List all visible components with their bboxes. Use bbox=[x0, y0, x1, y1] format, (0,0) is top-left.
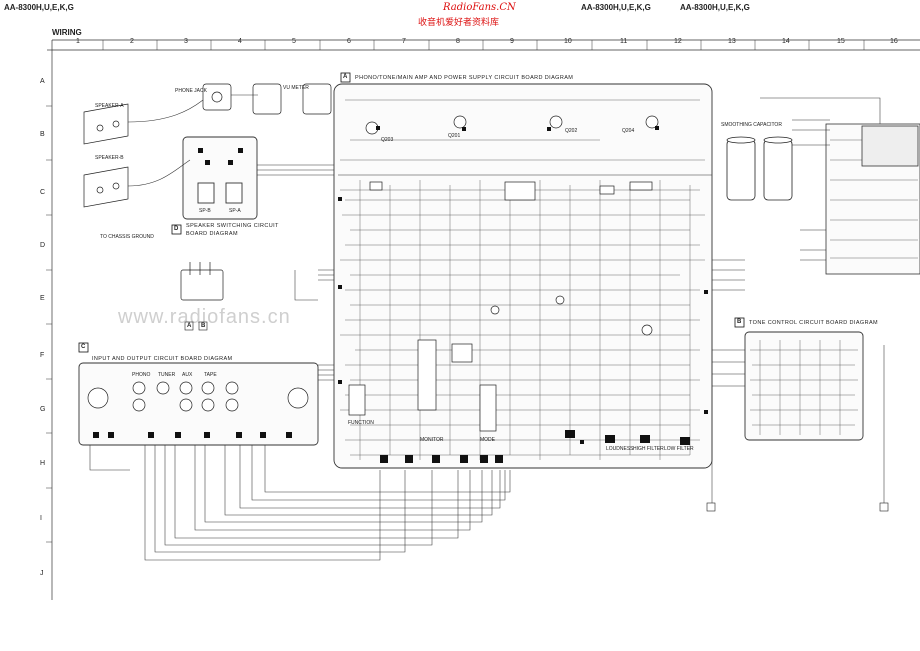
watermark-middle: www.radiofans.cn bbox=[118, 306, 291, 328]
page-title: WIRING bbox=[52, 28, 82, 37]
board-d-title-line2: BOARD DIAGRAM bbox=[186, 231, 238, 237]
transistor-q204-label: Q204 bbox=[622, 128, 635, 134]
column-label: 8 bbox=[456, 38, 460, 45]
connector-markers bbox=[184, 321, 889, 512]
low-filter-label: LOW FILTER bbox=[664, 446, 694, 452]
ground-label: TO CHASSIS GROUND bbox=[100, 234, 154, 240]
column-label: 5 bbox=[292, 38, 296, 45]
function-label: FUNCTION bbox=[348, 420, 374, 426]
speaker-terminals bbox=[83, 103, 129, 208]
phone-jack bbox=[202, 83, 232, 111]
column-label: 13 bbox=[728, 38, 736, 45]
model-number-right-2: AA-8300H,U,E,K,G bbox=[680, 3, 750, 12]
column-label: 1 bbox=[76, 38, 80, 45]
row-label: G bbox=[40, 406, 46, 413]
row-ticks bbox=[46, 105, 52, 543]
smoothing-capacitor-label: SMOOTHING CAPACITOR bbox=[721, 122, 782, 128]
column-label: 7 bbox=[402, 38, 406, 45]
board-right-partial bbox=[825, 123, 920, 275]
row-label: E bbox=[40, 295, 45, 302]
row-label: A bbox=[40, 78, 45, 85]
wiring-harness bbox=[89, 94, 885, 561]
high-filter-label: HIGH FILTER bbox=[633, 446, 664, 452]
loudness-label: LOUDNESS bbox=[606, 446, 634, 452]
phone-jack-label: PHONE JACK bbox=[175, 88, 207, 94]
row-label: C bbox=[40, 189, 46, 196]
vu-meters bbox=[252, 83, 332, 115]
tuner-label: TUNER bbox=[158, 372, 176, 378]
row-label: H bbox=[40, 460, 46, 467]
row-label: D bbox=[40, 242, 46, 249]
phono-label: PHONO bbox=[132, 372, 151, 378]
column-label: 6 bbox=[347, 38, 351, 45]
board-d bbox=[182, 136, 258, 220]
column-label: 16 bbox=[890, 38, 898, 45]
transistor-q202-label: Q202 bbox=[565, 128, 578, 134]
selector-switch bbox=[180, 262, 224, 301]
model-number-left: AA-8300H,U,E,K,G bbox=[4, 3, 74, 12]
smoothing-capacitors bbox=[726, 136, 793, 201]
monitor-label: MONITOR bbox=[420, 437, 444, 443]
watermark-chinese: 收音机爱好者资料库 bbox=[418, 17, 500, 27]
watermark-url: RadioFans.CN bbox=[443, 2, 516, 13]
model-number-right-1: AA-8300H,U,E,K,G bbox=[581, 3, 651, 12]
board-b-letter: B bbox=[737, 319, 742, 325]
marker-b: B bbox=[201, 323, 206, 329]
aux-label: AUX bbox=[182, 372, 193, 378]
column-label: 15 bbox=[837, 38, 845, 45]
tape-label: TAPE bbox=[204, 372, 217, 378]
board-d-title-line1: SPEAKER SWITCHING CIRCUIT bbox=[186, 223, 279, 229]
column-label: 11 bbox=[620, 38, 628, 45]
board-c-letter: C bbox=[81, 344, 86, 350]
board-a-title: PHONO/TONE/MAIN AMP AND POWER SUPPLY CIR… bbox=[355, 75, 574, 81]
board-c bbox=[78, 362, 319, 446]
column-label: 9 bbox=[510, 38, 514, 45]
board-c-title: INPUT AND OUTPUT CIRCUIT BOARD DIAGRAM bbox=[92, 356, 233, 362]
board-letter-boxes bbox=[78, 72, 745, 353]
row-label: J bbox=[40, 570, 44, 577]
column-label: 10 bbox=[564, 38, 572, 45]
transistor-q203-label: Q203 bbox=[381, 137, 394, 143]
column-label: 14 bbox=[782, 38, 790, 45]
mode-label: MODE bbox=[480, 437, 495, 443]
sp-a-label: SP-A bbox=[229, 208, 241, 214]
transistor-q201-label: Q201 bbox=[448, 133, 461, 139]
row-label: F bbox=[40, 352, 45, 359]
board-b-title: TONE CONTROL CIRCUIT BOARD DIAGRAM bbox=[749, 320, 879, 326]
column-label: 3 bbox=[184, 38, 188, 45]
speaker-b-label: SPEAKER-B bbox=[95, 155, 124, 161]
column-ticks bbox=[102, 40, 865, 50]
board-a bbox=[333, 83, 713, 469]
speaker-a-label: SPEAKER-A bbox=[95, 103, 124, 109]
row-label: B bbox=[40, 131, 45, 138]
vu-meter-label: VU METER bbox=[283, 85, 309, 91]
sp-b-label: SP-B bbox=[199, 208, 211, 214]
board-d-letter: D bbox=[174, 226, 179, 232]
marker-a: A bbox=[187, 323, 192, 329]
row-label: I bbox=[40, 515, 42, 522]
board-a-letter: A bbox=[343, 74, 348, 80]
column-label: 12 bbox=[674, 38, 682, 45]
column-label: 4 bbox=[238, 38, 242, 45]
column-label: 2 bbox=[130, 38, 134, 45]
board-b bbox=[744, 331, 864, 441]
